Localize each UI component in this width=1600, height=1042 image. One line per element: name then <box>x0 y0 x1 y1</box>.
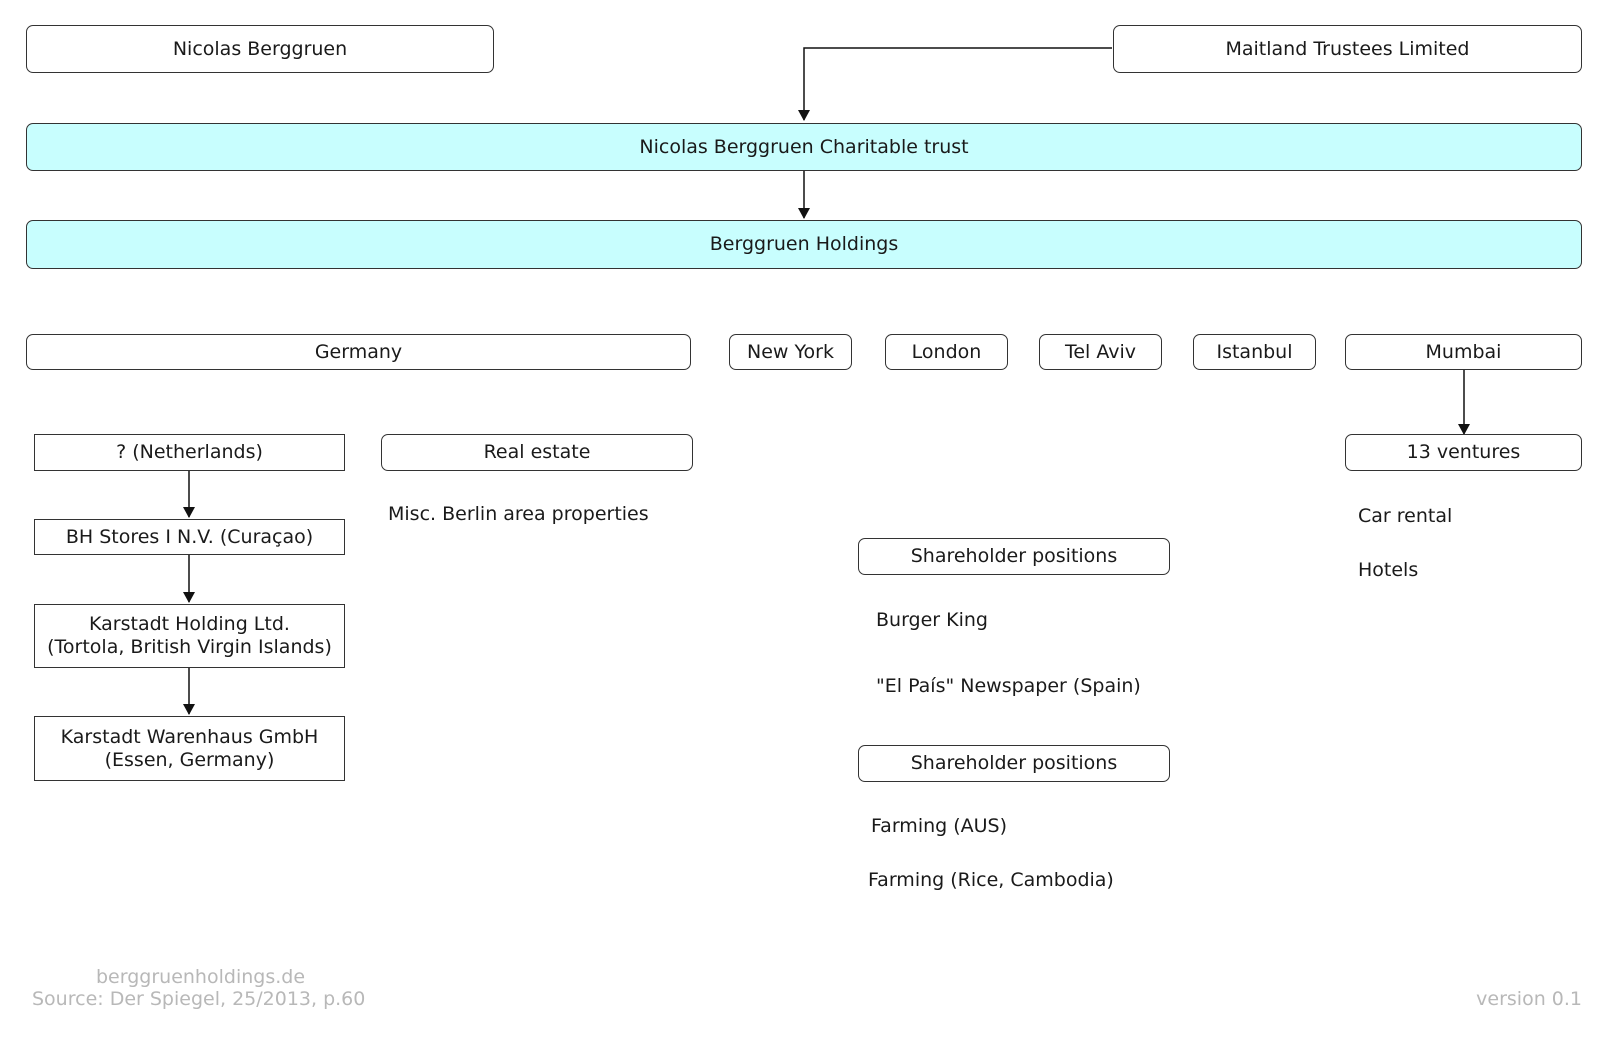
footer-website: berggruenholdings.de <box>96 966 306 988</box>
node-label: Berggruen Holdings <box>709 233 899 255</box>
node-label: London <box>911 340 982 363</box>
node-maitland-trustees: Maitland Trustees Limited <box>1113 25 1582 73</box>
label-burger-king: Burger King <box>876 609 988 631</box>
node-13-ventures: 13 ventures <box>1345 434 1582 471</box>
node-label: Germany <box>314 340 403 363</box>
node-label: Mumbai <box>1425 340 1502 363</box>
node-bh-stores: BH Stores I N.V. (Curaçao) <box>34 519 345 555</box>
node-germany: Germany <box>26 334 691 370</box>
node-berggruen-holdings: Berggruen Holdings <box>26 220 1582 269</box>
node-label: 13 ventures <box>1406 441 1521 463</box>
edge-maitland-to-trust <box>798 47 1112 121</box>
node-istanbul: Istanbul <box>1193 334 1316 370</box>
label-el-pais: "El País" Newspaper (Spain) <box>876 675 1141 697</box>
footer-source: Source: Der Spiegel, 25/2013, p.60 <box>32 988 366 1010</box>
node-shareholder-positions-1: Shareholder positions <box>858 538 1170 575</box>
node-label: Maitland Trustees Limited <box>1225 37 1470 60</box>
node-label: Nicolas Berggruen <box>172 37 348 60</box>
label-car-rental: Car rental <box>1358 505 1453 527</box>
node-label: Karstadt Holding Ltd. (Tortola, British … <box>47 613 332 658</box>
node-shareholder-positions-2: Shareholder positions <box>858 745 1170 782</box>
node-label: Karstadt Warenhaus GmbH (Essen, Germany) <box>60 725 319 771</box>
node-label: New York <box>746 340 834 363</box>
node-karstadt-holding: Karstadt Holding Ltd. (Tortola, British … <box>34 604 345 668</box>
label-hotels: Hotels <box>1358 559 1419 581</box>
node-label: Nicolas Berggruen Charitable trust <box>639 135 969 158</box>
node-label: BH Stores I N.V. (Curaçao) <box>65 525 314 548</box>
node-tel-aviv: Tel Aviv <box>1039 334 1162 370</box>
node-karstadt-warenhaus: Karstadt Warenhaus GmbH (Essen, Germany) <box>34 716 345 781</box>
node-nicolas-berggruen: Nicolas Berggruen <box>26 25 494 73</box>
label-farming-rice: Farming (Rice, Cambodia) <box>868 869 1114 891</box>
node-new-york: New York <box>729 334 852 370</box>
node-label: Tel Aviv <box>1064 340 1137 363</box>
footer-version: version 0.1 <box>1476 988 1582 1010</box>
label-farming-aus: Farming (AUS) <box>871 815 1008 837</box>
node-label: Istanbul <box>1216 340 1293 363</box>
node-label: Shareholder positions <box>910 752 1118 774</box>
label-berlin-properties: Misc. Berlin area properties <box>388 503 649 525</box>
node-label: Shareholder positions <box>910 545 1118 567</box>
node-mumbai: Mumbai <box>1345 334 1582 370</box>
node-real-estate: Real estate <box>381 434 693 471</box>
node-charitable-trust: Nicolas Berggruen Charitable trust <box>26 123 1582 171</box>
node-label: ? (Netherlands) <box>116 441 263 463</box>
node-label: Real estate <box>483 441 591 463</box>
node-london: London <box>885 334 1008 370</box>
node-netherlands: ? (Netherlands) <box>34 434 345 471</box>
